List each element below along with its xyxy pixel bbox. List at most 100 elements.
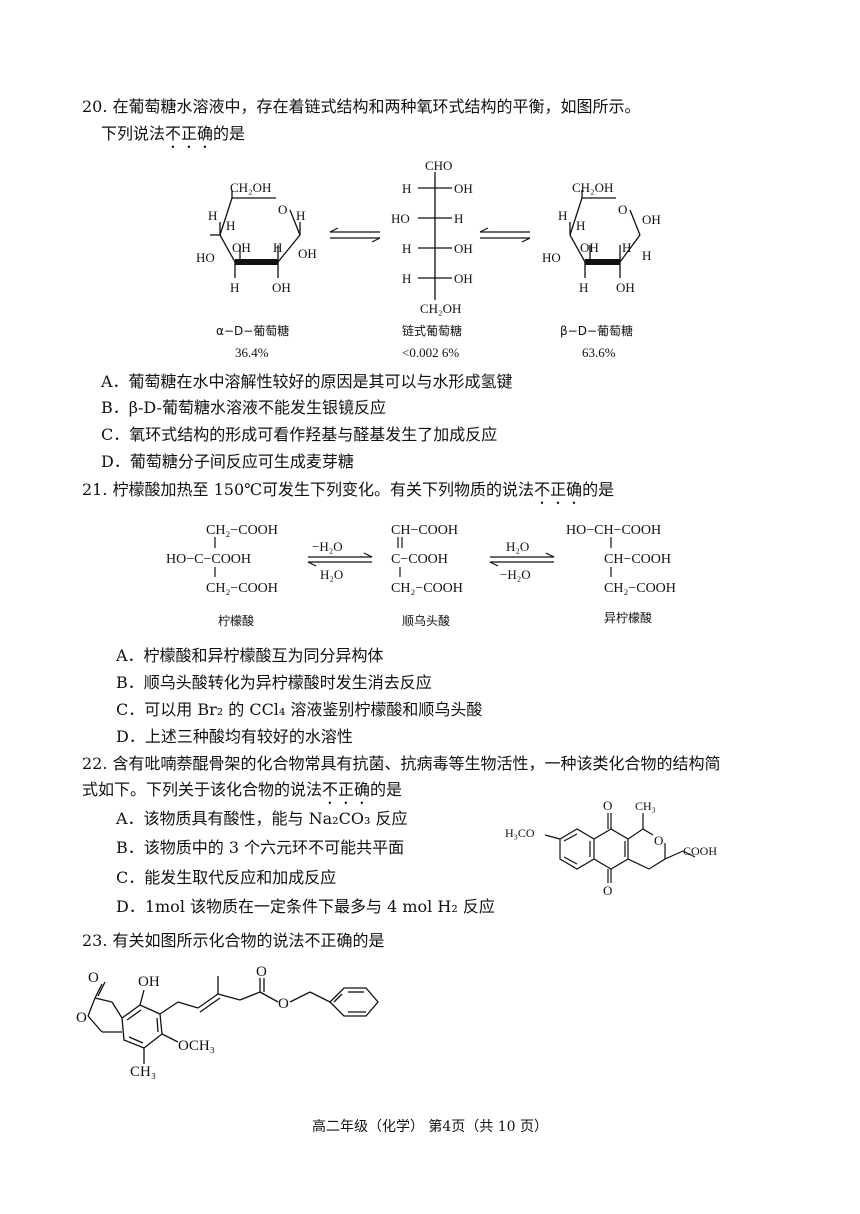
alpha-oh-c1: OH	[298, 246, 317, 261]
page-footer: 高二年级（化学） 第4页（共 10 页）	[311, 1119, 549, 1135]
q23-och3: OCH₃	[178, 1038, 215, 1054]
q21-option-d: D．上述三种酸均有较好的水溶性	[116, 727, 353, 746]
chain-h-3: H	[402, 241, 411, 256]
aconitic-bottom: CH₂−COOH	[391, 581, 463, 596]
q23-ch3-bottom: CH₃	[130, 1064, 156, 1080]
alpha-ho-c4: HO	[196, 250, 215, 265]
q20-glucose-figure: CH₂OH O H H H OH H OH HO H OH CHO H OH H…	[196, 158, 661, 360]
q21-emphasis: 不正确	[534, 480, 583, 499]
beta-name: β−D−葡萄糖	[560, 323, 633, 338]
q22-structure	[544, 813, 696, 883]
q21-option-b: B．顺乌头酸转化为异柠檬酸时发生消去反应	[116, 673, 432, 692]
q22-ring-o: O	[654, 833, 663, 848]
beta-oh-c1: OH	[642, 212, 661, 227]
q20-stem-post: 的是	[213, 124, 246, 143]
q23-oh: OH	[138, 974, 160, 990]
q23-lactone-o: O	[76, 1010, 87, 1026]
q22-option-d: D．1mol 该物质在一定条件下最多与 4 mol H₂ 反应	[116, 897, 495, 916]
alpha-h-bottom: H	[230, 280, 239, 295]
chain-percent: <0.002 6%	[402, 345, 459, 360]
equilibrium-arrow-1	[329, 227, 381, 243]
beta-ring-o: O	[618, 202, 627, 217]
q22-emphasis: 不正确	[322, 780, 371, 799]
q21-stem-post: 的是	[582, 480, 615, 499]
arrow1-bottom-label: H₂O	[320, 567, 343, 582]
alpha-glucose-structure	[210, 190, 301, 278]
alpha-h-c4: H	[226, 218, 235, 233]
q22-stem-line1: 22. 含有吡喃萘醌骨架的化合物常具有抗菌、抗病毒等生物活性，一种该类化合物的结…	[82, 754, 721, 773]
aconitic-top: CH−COOH	[391, 523, 458, 538]
q20-stem-line1: 20. 在葡萄糖水溶液中，存在着链式结构和两种氧环式结构的平衡，如图所示。	[82, 97, 641, 116]
chain-ch2oh: CH₂OH	[420, 301, 461, 316]
beta-ch2oh: CH₂OH	[572, 180, 613, 195]
aconitic-middle: C−COOH	[391, 552, 448, 567]
q22-o-bottom: O	[603, 883, 612, 898]
q23-structure	[87, 976, 379, 1064]
arrow2-top-label: H₂O	[506, 539, 529, 554]
alpha-percent: 36.4%	[235, 345, 269, 360]
beta-h-c1: H	[642, 248, 651, 263]
citric-name: 柠檬酸	[218, 613, 254, 628]
dehydration-arrow	[307, 552, 373, 567]
q22-h3co: H₃CO	[505, 826, 535, 840]
aconitic-name: 顺乌头酸	[402, 613, 450, 628]
q22-stem-post: 的是	[370, 780, 403, 799]
chain-oh-3: OH	[454, 241, 473, 256]
q20-emphasis: 不正确	[165, 124, 214, 143]
q20-stem-pre: 下列说法	[101, 124, 166, 143]
chain-ho-2: HO	[391, 211, 410, 226]
alpha-oh-c3: OH	[232, 240, 251, 255]
arrow2-bottom-label: −H₂O	[500, 567, 531, 582]
beta-oh-bottom: OH	[616, 280, 635, 295]
isocitric-bottom: CH₂−COOH	[604, 581, 676, 596]
q20-stem-line2: 下列说法不正确的是	[101, 124, 245, 152]
alpha-h-c2: H	[273, 240, 282, 255]
chain-h-4: H	[402, 271, 411, 286]
beta-h-c2: H	[622, 240, 631, 255]
alpha-h-right: H	[296, 208, 305, 223]
chain-cho: CHO	[425, 158, 452, 173]
citric-top: CH₂−COOH	[206, 523, 278, 538]
q22-option-c: C．能发生取代反应和加成反应	[116, 868, 337, 887]
isocitric-name: 异柠檬酸	[604, 610, 652, 625]
q22-naphthoquinone-figure: O CH₃ O H₃CO COOH O	[505, 798, 717, 898]
beta-h-bottom: H	[579, 280, 588, 295]
q21-stem-pre: 21. 柠檬酸加热至 150℃可发生下列变化。有关下列物质的说法	[82, 480, 535, 499]
chain-oh-4: OH	[454, 271, 473, 286]
alpha-h-left: H	[208, 208, 217, 223]
citric-bottom: CH₂−COOH	[206, 581, 278, 596]
isocitric-top: HO−CH−COOH	[566, 523, 661, 538]
beta-h-c4: H	[576, 218, 585, 233]
q20-option-d: D．葡萄糖分子间反应可生成麦芽糖	[101, 452, 354, 471]
q23-stem: 23. 有关如图所示化合物的说法不正确的是	[82, 931, 385, 950]
equilibrium-arrow-2	[479, 227, 531, 243]
arrow1-top-label: −H₂O	[312, 539, 343, 554]
q23-ester-o: O	[278, 996, 289, 1012]
beta-ho-c4: HO	[542, 250, 561, 265]
chain-oh-1: OH	[454, 181, 473, 196]
hydration-arrow	[489, 552, 555, 567]
q20-option-b: B．β-D-葡萄糖水溶液不能发生银镜反应	[101, 398, 386, 417]
beta-h-left: H	[558, 208, 567, 223]
alpha-ring-o: O	[278, 202, 287, 217]
beta-glucose-structure	[569, 190, 641, 278]
q22-o-top: O	[603, 798, 612, 813]
alpha-name: α−D−葡萄糖	[216, 323, 289, 338]
beta-oh-c3: OH	[580, 240, 599, 255]
alpha-ch2oh: CH₂OH	[230, 180, 271, 195]
q21-option-a: A．柠檬酸和异柠檬酸互为同分异构体	[116, 646, 384, 665]
chain-name: 链式葡萄糖	[402, 323, 462, 338]
beta-percent: 63.6%	[582, 345, 616, 360]
q21-citric-figure: CH₂−COOH HO−C−COOH CH₂−COOH 柠檬酸 −H₂O H₂O…	[166, 523, 676, 628]
citric-middle: HO−C−COOH	[166, 552, 251, 567]
q23-carbonyl-o-left: O	[88, 970, 99, 986]
q22-ch3: CH₃	[635, 799, 656, 813]
isocitric-middle: CH−COOH	[604, 552, 671, 567]
q20-option-c: C．氧环式结构的形成可看作羟基与醛基发生了加成反应	[101, 425, 498, 444]
q23-carbonyl-o-right: O	[256, 964, 267, 980]
q22-option-b: B．该物质中的 3 个六元环不可能共平面	[116, 838, 405, 857]
q22-stem-pre: 式如下。下列关于该化合物的说法	[82, 780, 323, 799]
q22-cooh: COOH	[683, 844, 717, 858]
q21-stem: 21. 柠檬酸加热至 150℃可发生下列变化。有关下列物质的说法不正确的是	[82, 480, 614, 508]
